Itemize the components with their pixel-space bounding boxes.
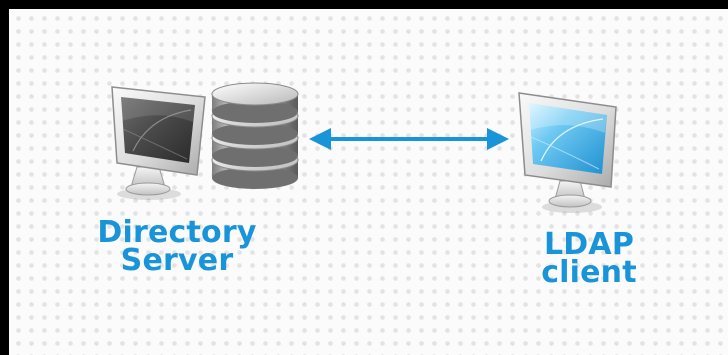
bidirectional-arrow-icon xyxy=(309,128,509,150)
diagram-graphics xyxy=(111,82,617,213)
directory-server-label-line-2: Server xyxy=(120,243,234,278)
ldap-client-label-line-2: client xyxy=(541,255,637,290)
diagram-canvas: Directory Server LDAP client xyxy=(9,9,728,355)
server-monitor-icon xyxy=(111,86,206,200)
ldap-client-label-line-1: LDAP xyxy=(543,227,635,262)
client-monitor-icon xyxy=(518,92,617,213)
ldap-client-label: LDAP client xyxy=(509,227,669,290)
directory-server-label-line-1: Directory xyxy=(97,215,257,250)
database-icon xyxy=(211,82,299,189)
directory-server-label: Directory Server xyxy=(87,215,267,278)
